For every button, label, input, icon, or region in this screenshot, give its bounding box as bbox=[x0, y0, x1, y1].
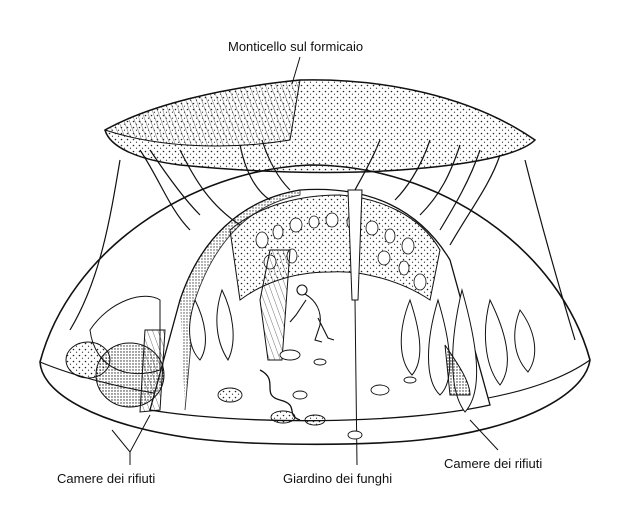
winding-trail bbox=[259, 369, 301, 421]
floor-spots bbox=[217, 349, 417, 440]
waste-chambers-right bbox=[400, 288, 536, 413]
mound-label: Monticello sul formicaio bbox=[228, 39, 364, 54]
pillar-center bbox=[347, 189, 363, 301]
waste-left-pointers bbox=[111, 414, 151, 465]
fungus-garden-label: Giardino dei funghi bbox=[283, 471, 393, 486]
pillar-left bbox=[259, 249, 291, 361]
waste-chambers-left-label: Camere dei rifiuti bbox=[57, 471, 156, 486]
waste-right-pointer bbox=[469, 419, 499, 451]
garden-wall-left bbox=[179, 189, 301, 411]
waste-chambers-right-label: Camere dei rifiuti bbox=[444, 456, 543, 471]
mound-pointer bbox=[291, 56, 301, 85]
worker-figure bbox=[289, 284, 335, 343]
waste-chambers-left bbox=[65, 288, 234, 413]
mound-thatch bbox=[103, 79, 301, 147]
